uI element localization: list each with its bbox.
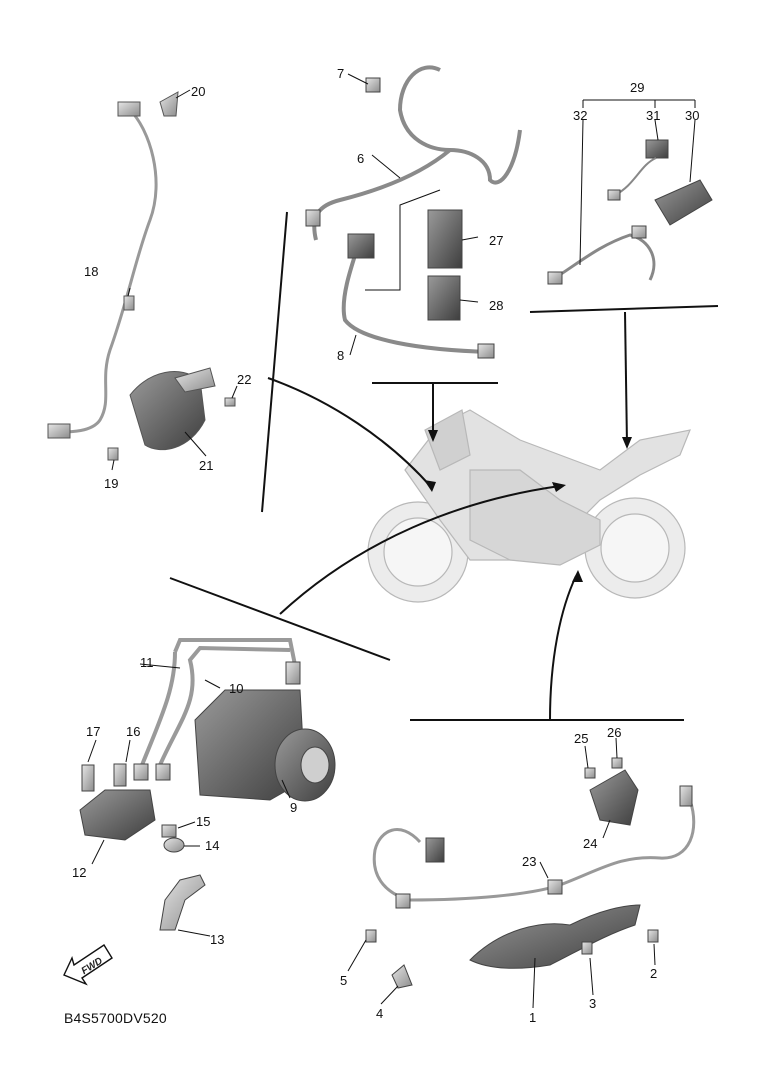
group-bracket-29 (582, 99, 696, 108)
callout-28: 28 (489, 298, 503, 313)
callout-14: 14 (205, 838, 219, 853)
callout-7: 7 (337, 66, 344, 81)
callout-27: 27 (489, 233, 503, 248)
brake-pipes (138, 638, 297, 771)
callout-18: 18 (84, 264, 98, 279)
callout-17: 17 (86, 724, 100, 739)
callout-25: 25 (574, 731, 588, 746)
rear-parts (365, 757, 693, 989)
top-right-parts (547, 139, 713, 285)
front-wheel-sensor-lead (59, 108, 158, 434)
sensor-parts (47, 91, 236, 461)
callout-3: 3 (589, 996, 596, 1011)
arrowheads (424, 430, 632, 582)
callout-19: 19 (104, 476, 118, 491)
callout-11: 11 (140, 655, 154, 670)
callout-labels: 1 2 3 4 5 6 7 8 9 10 11 12 13 14 15 16 1… (72, 66, 699, 1025)
callout-20: 20 (191, 84, 205, 99)
callout-9: 9 (290, 800, 297, 815)
callout-21: 21 (199, 458, 213, 473)
callout-1: 1 (529, 1010, 536, 1025)
callout-13: 13 (210, 932, 224, 947)
callout-10: 10 (229, 681, 243, 696)
harness-parts (305, 77, 495, 359)
fwd-arrow-icon: FWD (63, 944, 113, 986)
callout-8: 8 (337, 348, 344, 363)
abs-parts (79, 661, 336, 931)
callout-5: 5 (340, 973, 347, 988)
callout-16: 16 (126, 724, 140, 739)
callout-29: 29 (630, 80, 644, 95)
callout-12: 12 (72, 865, 86, 880)
rear-wheel-sensor-lead (372, 799, 696, 902)
callout-4: 4 (376, 1006, 383, 1021)
callout-31: 31 (646, 108, 660, 123)
callout-30: 30 (685, 108, 699, 123)
diagram-code: B4S5700DV520 (64, 1010, 167, 1026)
callout-24: 24 (583, 836, 597, 851)
callout-ticks (87, 73, 696, 1009)
callout-22: 22 (237, 372, 251, 387)
callout-32: 32 (573, 108, 587, 123)
motorcycle-illustration (367, 409, 691, 603)
callout-23: 23 (522, 854, 536, 869)
callout-2: 2 (650, 966, 657, 981)
callout-15: 15 (196, 814, 210, 829)
connector-bracket-line (365, 189, 441, 291)
leader-lines (169, 211, 719, 721)
callout-26: 26 (607, 725, 621, 740)
callout-6: 6 (357, 151, 364, 166)
